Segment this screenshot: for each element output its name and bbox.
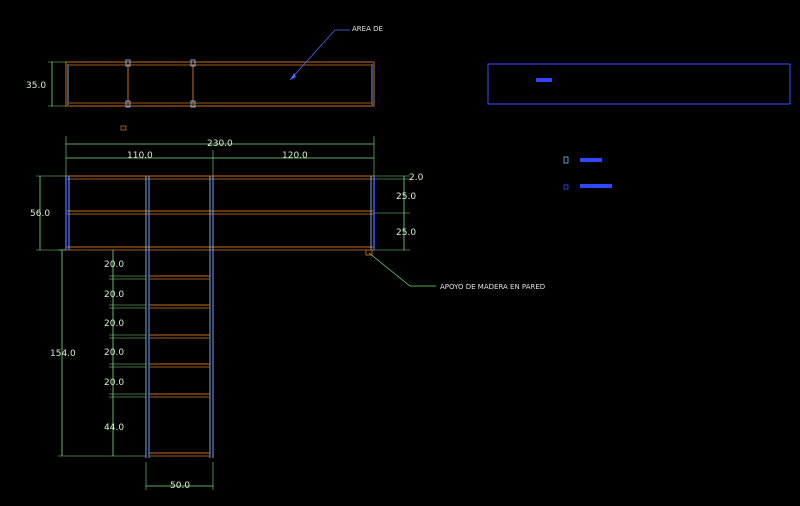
right-shelf-dims: 2.0 25.0 25.0 (374, 173, 424, 251)
legend (563, 156, 612, 190)
top-view: 35.0 (26, 59, 375, 108)
column-width-label: 50.0 (170, 481, 190, 491)
area-label: AREA DE (352, 25, 383, 33)
title-box (487, 63, 791, 105)
column-height-dim: 154.0 (50, 249, 146, 457)
support-leader: APOYO DE MADERA EN PARED (368, 252, 545, 291)
left-width-label: 110.0 (127, 151, 153, 161)
spacing-label: 20.0 (104, 319, 124, 329)
front-height-dim: 56.0 (30, 175, 66, 251)
bottom-spacing-label: 44.0 (104, 423, 124, 433)
area-leader: AREA DE (289, 25, 383, 81)
shelf-1-label: 25.0 (396, 192, 416, 202)
spacing-label: 20.0 (104, 260, 124, 270)
right-width-label: 120.0 (282, 151, 308, 161)
front-view (65, 175, 375, 256)
column (145, 176, 214, 458)
front-width-dims: 230.0 110.0 120.0 (65, 136, 375, 176)
column-width-dim: 50.0 (145, 462, 214, 491)
small-marker (120, 125, 127, 131)
front-height-label: 56.0 (30, 209, 50, 219)
spacing-label: 20.0 (104, 378, 124, 388)
spacing-label: 20.0 (104, 290, 124, 300)
top-gap-label: 2.0 (409, 173, 424, 183)
wall-support-block (365, 249, 373, 256)
top-depth-label: 35.0 (26, 81, 46, 91)
total-width-label: 230.0 (207, 139, 233, 149)
shelf-2-label: 25.0 (396, 228, 416, 238)
column-spacing-dims: 20.0 20.0 20.0 20.0 20.0 44.0 (104, 250, 146, 456)
support-label: APOYO DE MADERA EN PARED (440, 283, 545, 291)
column-height-label: 154.0 (50, 349, 76, 359)
spacing-label: 20.0 (104, 348, 124, 358)
